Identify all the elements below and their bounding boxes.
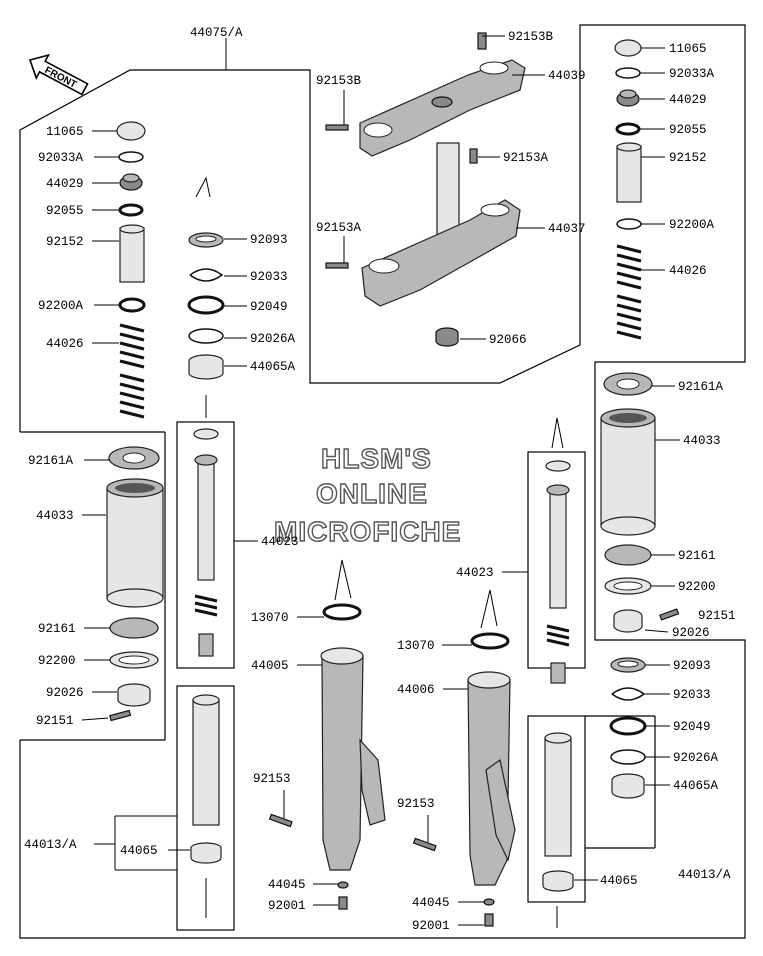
label-44023-right: 44023 [456, 566, 494, 580]
label-44026-left: 44026 [46, 337, 84, 351]
label-92153a-left: 92153A [316, 221, 362, 235]
label-44005: 44005 [251, 659, 289, 673]
group-frames [19, 24, 746, 939]
left-fork-frame [19, 24, 746, 939]
label-92093-right: 92093 [673, 659, 711, 673]
label-92153a-right: 92153A [503, 151, 549, 165]
label-44037: 44037 [548, 222, 586, 236]
left-column-parts [106, 121, 164, 722]
group-label-44075a: 44075/A [190, 26, 243, 40]
front-direction-arrow-icon: FRONT [28, 53, 89, 96]
label-92026-left: 92026 [46, 686, 84, 700]
label-44065-left: 44065 [120, 844, 158, 858]
label-92001-b: 92001 [412, 919, 450, 933]
label-44045-b: 44045 [412, 896, 450, 910]
label-92161a-left: 92161A [28, 454, 74, 468]
label-44039: 44039 [548, 69, 586, 83]
label-92026-right: 92026 [672, 626, 710, 640]
label-92055-left: 92055 [46, 204, 84, 218]
label-92055-right: 92055 [669, 123, 707, 137]
label-92200-left: 92200 [38, 654, 76, 668]
label-92033a-right: 92033A [669, 67, 715, 81]
label-13070-a: 13070 [251, 611, 289, 625]
watermark: HLSM'S ONLINE MICROFICHE [273, 442, 461, 547]
label-92153-a: 92153 [253, 772, 291, 786]
label-92093-center: 92093 [250, 233, 288, 247]
part-number-labels: 44075/A 11065 92033A 44029 92055 92152 9… [24, 26, 736, 933]
label-11065-left: 11065 [46, 125, 84, 139]
label-92200a-right: 92200A [669, 218, 715, 232]
label-92033-center: 92033 [250, 270, 288, 284]
group-label-44013a-left: 44013/A [24, 838, 77, 852]
label-13070-b: 13070 [397, 639, 435, 653]
label-92049-center: 92049 [250, 300, 288, 314]
label-92066: 92066 [489, 333, 527, 347]
label-44023-center: 44023 [261, 535, 299, 549]
label-92153b-top: 92153B [508, 30, 554, 44]
lower-triple-clamp [325, 142, 521, 347]
label-11065-right: 11065 [669, 42, 707, 56]
label-44033-right: 44033 [683, 434, 721, 448]
label-92152-left: 92152 [46, 235, 84, 249]
label-92200a-left: 92200A [38, 299, 84, 313]
label-92033a-left: 92033A [38, 151, 84, 165]
left-spring-icon [119, 323, 145, 419]
label-92026a-center: 92026A [250, 332, 296, 346]
label-92161-right: 92161 [678, 549, 716, 563]
label-92151-left: 92151 [36, 714, 74, 728]
watermark-line-2: ONLINE [316, 478, 428, 509]
label-92049-right: 92049 [673, 720, 711, 734]
label-44045-a: 44045 [268, 878, 306, 892]
label-92153b-left: 92153B [316, 74, 362, 88]
outer-tube-44005 [268, 559, 386, 910]
label-44065a-right: 44065A [673, 779, 719, 793]
center-column-parts [187, 176, 225, 918]
watermark-line-1: HLSM'S [321, 443, 432, 474]
label-92001-a: 92001 [268, 899, 306, 913]
label-44006: 44006 [397, 683, 435, 697]
label-44065a-center: 44065A [250, 360, 296, 374]
label-92033-right: 92033 [673, 688, 711, 702]
label-44026-right: 44026 [669, 264, 707, 278]
label-92161-left: 92161 [38, 622, 76, 636]
right-spring-icon [616, 244, 642, 340]
leader-lines [81, 35, 680, 926]
right-column-parts [600, 39, 680, 799]
label-92151-right: 92151 [698, 609, 736, 623]
right-inner-tube-parts [542, 417, 574, 928]
label-44065-right: 44065 [600, 874, 638, 888]
label-92152-right: 92152 [669, 151, 707, 165]
outer-tube-44006 [412, 589, 516, 927]
label-44033-left: 44033 [36, 509, 74, 523]
group-label-44013a-right: 44013/A [678, 868, 731, 882]
label-92026a-right: 92026A [673, 751, 719, 765]
watermark-line-3: MICROFICHE [274, 516, 461, 547]
label-92200-right: 92200 [678, 580, 716, 594]
label-44029-left: 44029 [46, 177, 84, 191]
label-44029-right: 44029 [669, 93, 707, 107]
label-92153-b: 92153 [397, 797, 435, 811]
upper-triple-clamp [325, 32, 526, 157]
label-92161a-right: 92161A [678, 380, 724, 394]
